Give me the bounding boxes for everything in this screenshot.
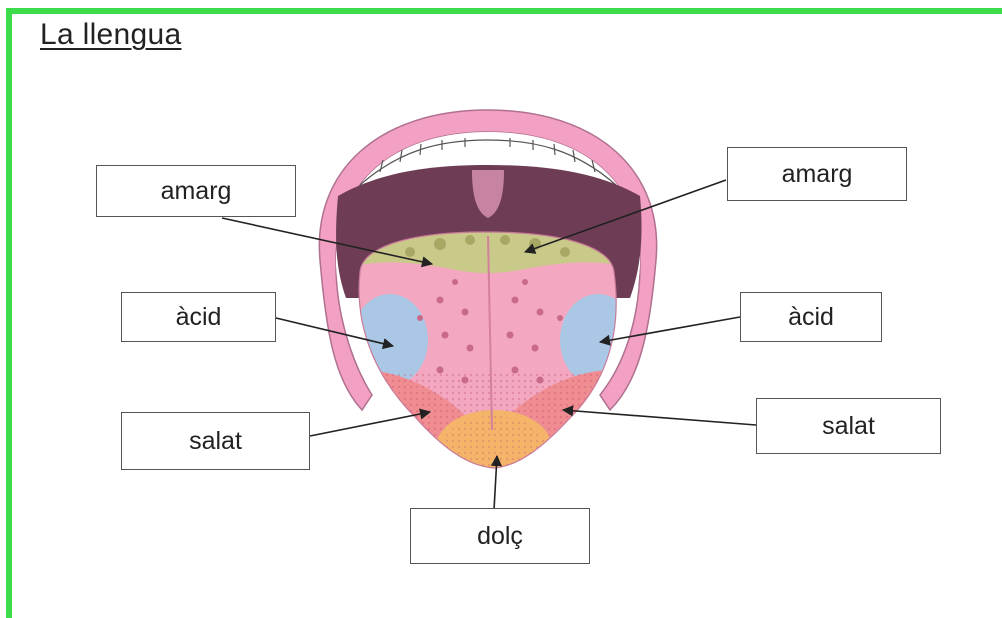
label-right-salty: salat — [756, 398, 941, 454]
arrow-left-salty — [310, 412, 430, 436]
label-right-sour: àcid — [740, 292, 882, 342]
label-sweet: dolç — [410, 508, 590, 564]
tongue — [340, 220, 640, 486]
label-left-salty: salat — [121, 412, 310, 470]
arrow-right-salty — [563, 410, 756, 425]
label-right-bitter: amarg — [727, 147, 907, 201]
label-left-sour: àcid — [121, 292, 276, 342]
label-left-bitter: amarg — [96, 165, 296, 217]
